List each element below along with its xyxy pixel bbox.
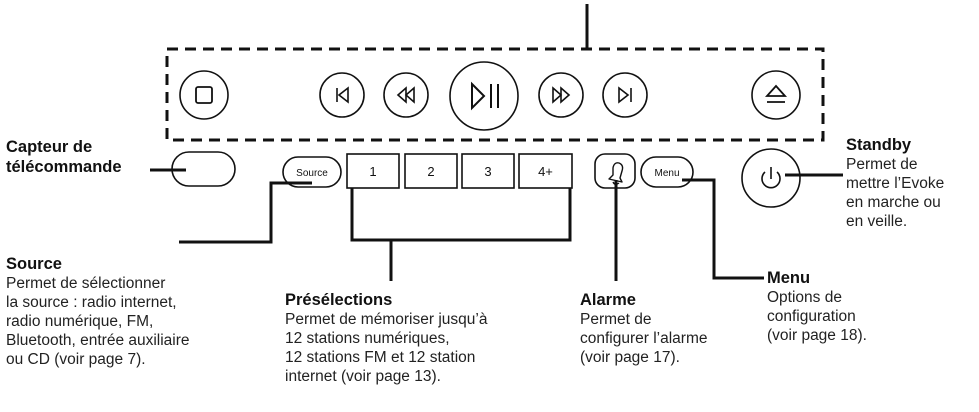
source-desc-line: Bluetooth, entrée auxiliaire <box>6 332 190 349</box>
preset-4-plus-button[interactable]: 4+ <box>518 153 573 189</box>
preset-4-label: 4+ <box>538 164 553 179</box>
presets-callout: Présélections Permet de mémoriser jusqu’… <box>285 290 487 386</box>
stop-icon <box>195 86 213 104</box>
presets-description: Permet de mémoriser jusqu’à 12 stations … <box>285 310 487 386</box>
source-desc-line: ou CD (voir page 7). <box>6 351 146 368</box>
presets-desc-line: Permet de mémoriser jusqu’à <box>285 311 488 328</box>
presets-title: Présélections <box>285 291 393 309</box>
capteur-callout: Capteur de télécommande <box>6 137 122 177</box>
fast-forward-button[interactable] <box>538 72 584 118</box>
standby-desc-line: Permet de <box>846 156 918 173</box>
standby-callout: Standby Permet de mettre l’Evoke en marc… <box>846 135 944 231</box>
capteur-title-line2: télécommande <box>6 158 122 176</box>
source-desc-line: la source : radio internet, <box>6 294 177 311</box>
menu-description: Options de configuration (voir page 18). <box>767 288 867 345</box>
menu-desc-line: (voir page 18). <box>767 327 867 344</box>
source-button[interactable]: Source <box>282 156 342 188</box>
standby-desc-line: en marche ou <box>846 194 941 211</box>
standby-button[interactable] <box>741 148 801 208</box>
alarm-title: Alarme <box>580 291 636 309</box>
preset-3-label: 3 <box>484 164 491 179</box>
rewind-button[interactable] <box>383 72 429 118</box>
menu-button-label: Menu <box>654 168 679 179</box>
presets-desc-line: 12 stations FM et 12 station <box>285 349 476 366</box>
next-track-icon <box>618 86 632 104</box>
alarm-desc-line: (voir page 17). <box>580 349 680 366</box>
preset-1-label: 1 <box>369 164 376 179</box>
eject-icon <box>764 84 788 103</box>
source-desc-line: radio numérique, FM, <box>6 313 154 330</box>
alarm-button[interactable] <box>594 153 636 189</box>
source-button-label: Source <box>296 168 328 179</box>
menu-title: Menu <box>767 269 811 287</box>
standby-description: Permet de mettre l’Evoke en marche ou en… <box>846 155 944 231</box>
menu-desc-line: Options de <box>767 289 842 306</box>
source-leader-line <box>179 181 312 244</box>
transport-group-dashed-frame <box>165 47 825 142</box>
alarm-desc-line: configurer l’alarme <box>580 330 708 347</box>
previous-track-button[interactable] <box>319 72 365 118</box>
previous-track-icon <box>336 86 349 104</box>
presets-bracket-line <box>350 188 572 242</box>
source-desc-line: Permet de sélectionner <box>6 275 166 292</box>
presets-desc-line: 12 stations numériques, <box>285 330 450 347</box>
standby-desc-line: mettre l’Evoke <box>846 175 945 192</box>
next-track-button[interactable] <box>602 72 648 118</box>
menu-button[interactable]: Menu <box>640 156 694 188</box>
preset-3-button[interactable]: 3 <box>461 153 515 189</box>
alarm-description: Permet de configurer l’alarme (voir page… <box>580 310 708 367</box>
source-description: Permet de sélectionner la source : radio… <box>6 274 190 369</box>
power-icon <box>761 167 781 189</box>
source-callout: Source Permet de sélectionner la source … <box>6 254 190 369</box>
standby-desc-line: en veille. <box>846 213 908 230</box>
preset-2-label: 2 <box>427 164 434 179</box>
alarm-callout: Alarme Permet de configurer l’alarme (vo… <box>580 290 708 367</box>
preset-2-button[interactable]: 2 <box>404 153 458 189</box>
eject-button[interactable] <box>751 70 801 120</box>
play-pause-icon <box>471 81 499 111</box>
menu-callout: Menu Options de configuration (voir page… <box>767 268 867 345</box>
stop-button[interactable] <box>179 70 229 120</box>
standby-title: Standby <box>846 136 912 154</box>
menu-desc-line: configuration <box>767 308 856 325</box>
menu-leader-line <box>682 178 764 280</box>
source-title: Source <box>6 255 62 273</box>
alarm-desc-line: Permet de <box>580 311 652 328</box>
presets-desc-line: internet (voir page 13). <box>285 368 441 385</box>
capteur-title-line1: Capteur de <box>6 138 93 156</box>
preset-1-button[interactable]: 1 <box>346 153 400 189</box>
rewind-icon <box>396 86 415 104</box>
fast-forward-icon <box>552 86 571 104</box>
play-pause-button[interactable] <box>449 61 519 131</box>
